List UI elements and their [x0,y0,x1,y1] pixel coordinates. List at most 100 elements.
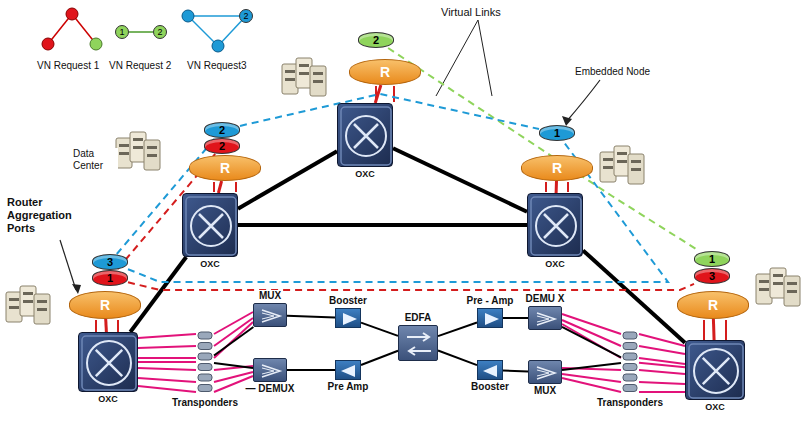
illustration-part [235,182,237,192]
link-path [104,319,108,332]
link-line [438,323,477,337]
illustration-part [117,320,119,332]
node-label: 2 [219,140,225,152]
node-label: 3 [107,256,113,268]
embedded-node: 3 [92,254,128,270]
illustration-part [90,38,102,50]
amplifier: Booster [477,360,503,380]
mux-part [262,365,280,377]
oxc-art [183,194,239,258]
link-line [583,250,685,342]
oxc-art [686,341,746,401]
link-line [138,362,196,363]
part-label: Pre - Amp [465,295,516,307]
vn-node: 2 [239,9,253,23]
illustration-part [756,268,800,306]
node-label: 2 [157,27,162,37]
illustration-part [188,15,246,17]
link-line [130,257,186,332]
label-holder: 2 [359,33,393,47]
illustration-part [60,240,76,290]
trans-art [621,329,639,395]
trans-part [198,374,212,381]
link-line [105,319,107,332]
link-path [129,31,153,33]
link-path [393,148,527,211]
link-path [438,323,477,337]
transponder-bank: Transponders [196,329,214,395]
trans-part [198,385,212,392]
part-label: DEMU X [524,293,567,305]
illustration-part [138,346,196,348]
embedded-node: 1 [539,125,575,141]
trans-part [623,353,637,360]
mux-part [262,310,280,322]
link-line [129,32,153,33]
link-line [214,363,253,368]
ampl-part [483,365,497,377]
oxc-part [96,350,122,376]
edfa-part [407,333,431,355]
label-holder: 2 [240,10,252,22]
ampl-art [336,361,362,381]
oxc-part [82,336,136,390]
part-label: Transponders [170,397,240,409]
amplifier: Pre - Amp [477,308,503,328]
annotation-label: VN Request3 [186,60,247,72]
illustration-part [138,334,196,338]
illustration-part [567,182,569,192]
illustration-part [725,320,727,340]
mux-part [537,313,555,325]
illustration-part [282,58,326,96]
ampl-part [341,365,355,377]
link-path [130,257,186,332]
embedded-node: 1 [694,251,730,267]
link-line [393,148,527,211]
illustration-part [72,284,81,294]
illustration-part [138,368,196,370]
oxc-part [544,214,568,238]
trans-part [623,343,637,350]
trans-part [198,343,212,350]
illustration-part [639,391,685,393]
oxc-part [689,344,743,398]
label-holder: 3 [695,269,729,283]
node-label: 1 [119,27,124,37]
router-symbol: R [521,155,593,181]
mux-art [254,304,288,328]
part-label: Pre Amp [326,381,371,393]
link-line [361,351,398,365]
link-path [583,250,685,342]
part-label: MUX [532,385,558,397]
illustration-part [138,386,196,392]
link-path [562,327,621,358]
node-label: 3 [709,270,715,282]
illustration-part [138,312,685,392]
link-path [438,351,477,366]
link-path [214,327,253,356]
router-symbol: R [677,291,749,319]
label-holder: 2 [205,139,239,153]
mux-part [262,313,274,319]
amp-art [478,309,504,329]
link-line [562,363,621,370]
mux-unit: DEMU X [528,306,562,330]
edfa-amplifier: EDFA [398,325,438,361]
oxc-part [199,214,223,238]
illustration-part [478,20,492,96]
link-path [218,181,221,193]
link-line [375,85,381,103]
mux-unit: — DEMUX [253,358,287,382]
label-holder: 3 [93,255,127,269]
amplifier: Pre Amp [335,360,361,380]
label-holder: 2 [154,26,166,38]
node-label: 2 [219,124,225,136]
link-path [361,323,398,336]
part-label: EDFA [403,312,434,324]
illustration-part [138,378,196,382]
oxc-part [346,116,386,156]
oxc-switch: OXC [685,340,745,400]
label-holder: 1 [540,126,574,140]
label-holder: 1 [695,252,729,266]
oxc-switch: OXC [527,193,583,257]
